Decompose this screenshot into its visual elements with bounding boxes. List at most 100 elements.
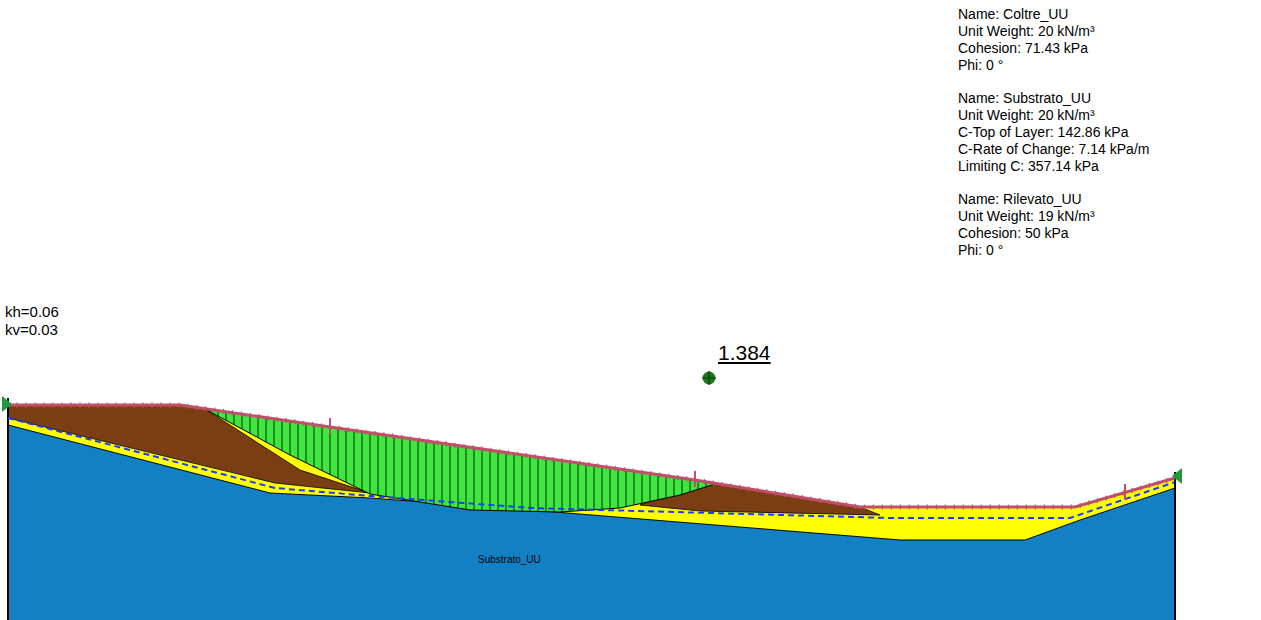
material-prop: Cohesion: 71.43 kPa — [958, 40, 1088, 57]
surface-tick — [267, 415, 268, 420]
slip-mass — [205, 409, 715, 512]
slice-line — [602, 400, 603, 516]
surface-tick — [374, 431, 375, 436]
surface-tick — [730, 483, 731, 488]
surface-tick — [713, 480, 714, 485]
surface-tick — [900, 505, 901, 510]
slice-line — [338, 400, 339, 516]
slice-line — [290, 400, 291, 516]
surface-tick — [508, 450, 509, 455]
surface-tick — [766, 489, 767, 494]
surface-tick — [34, 403, 35, 408]
surface-tick — [784, 492, 785, 497]
material-name: Name: Coltre_UU — [958, 6, 1068, 23]
surface-tick — [348, 427, 349, 432]
surface-tick — [828, 499, 829, 504]
surface-tick — [70, 403, 71, 408]
surface-tick — [1035, 505, 1036, 510]
surface-tick — [802, 495, 803, 500]
surface-tick — [570, 459, 571, 464]
surface-tick — [437, 440, 438, 445]
surface-tick — [1097, 498, 1098, 503]
surface-tick — [535, 454, 536, 459]
surface-tick — [463, 444, 464, 449]
surface-tick — [1008, 505, 1009, 510]
surface-tick — [250, 413, 251, 418]
slice-line — [418, 400, 419, 516]
slice-line — [666, 400, 667, 516]
slice-line — [370, 400, 371, 516]
coltre-layer — [8, 405, 1175, 540]
material-prop: C-Top of Layer: 142.86 kPa — [958, 124, 1128, 141]
slice-line — [354, 400, 355, 516]
slice-line — [714, 400, 715, 516]
slice-line — [594, 400, 595, 516]
slice-line — [626, 400, 627, 516]
surface-tick — [446, 441, 447, 446]
slice-line — [442, 400, 443, 516]
material-prop: Phi: 0 ° — [958, 57, 1003, 74]
surface-tick — [454, 443, 455, 448]
surface-tick — [963, 505, 964, 510]
slice-line — [466, 400, 467, 516]
surface-tick — [383, 432, 384, 437]
slice-line — [674, 400, 675, 516]
slice-line — [698, 400, 699, 516]
surface-tick — [16, 403, 17, 408]
surface-tick — [624, 467, 625, 472]
surface-tick — [544, 456, 545, 461]
surface-tick — [739, 485, 740, 490]
surface-tick — [936, 505, 937, 510]
slice-line — [690, 400, 691, 516]
surface-tick — [1071, 505, 1072, 510]
surface-tick — [748, 486, 749, 491]
surface-tick — [1105, 495, 1106, 500]
surface-tick — [775, 491, 776, 496]
support-right — [1172, 468, 1182, 484]
slice-line — [314, 400, 315, 516]
slice-line — [586, 400, 587, 516]
surface-tick — [579, 461, 580, 466]
surface-tick — [873, 505, 874, 510]
surface-tick — [43, 403, 44, 408]
surface-tick — [61, 403, 62, 408]
surface-tick — [819, 498, 820, 503]
slice-line — [426, 400, 427, 516]
slice-line — [554, 400, 555, 516]
surface-tick — [927, 505, 928, 510]
slice-line — [226, 400, 227, 516]
surface-tick — [106, 403, 107, 408]
slice-line — [386, 400, 387, 516]
seismic-coefficient: kv=0.03 — [5, 321, 58, 339]
surface-tick — [945, 505, 946, 510]
slice-line — [706, 400, 707, 516]
surface-tick — [187, 404, 188, 409]
surface-tick — [178, 403, 179, 408]
slice-line — [506, 400, 507, 516]
surface-tick — [1062, 505, 1063, 510]
surface-tick — [499, 449, 500, 454]
surface-tick — [357, 428, 358, 433]
slip-centre — [702, 371, 716, 385]
surface-tick — [124, 403, 125, 408]
surface-tick — [686, 476, 687, 481]
surface-tick — [517, 452, 518, 457]
slice-line — [346, 400, 347, 516]
surface-tick — [392, 434, 393, 439]
slice-line — [658, 400, 659, 516]
surface-tick — [1131, 488, 1132, 493]
slice-line — [362, 400, 363, 516]
slice-line — [210, 400, 211, 516]
slice-line — [522, 400, 523, 516]
surface-tick — [133, 403, 134, 408]
surface-tick — [1044, 505, 1045, 510]
surface-tick — [321, 423, 322, 428]
slice-line — [234, 400, 235, 516]
slice-line — [330, 400, 331, 516]
material-prop: Unit Weight: 20 kN/m³ — [958, 107, 1095, 124]
surface-tick — [722, 482, 723, 487]
slice-line — [322, 400, 323, 516]
surface-tick — [196, 405, 197, 410]
layer-label: Substrato_UU — [478, 554, 541, 566]
surface-tick — [481, 447, 482, 452]
